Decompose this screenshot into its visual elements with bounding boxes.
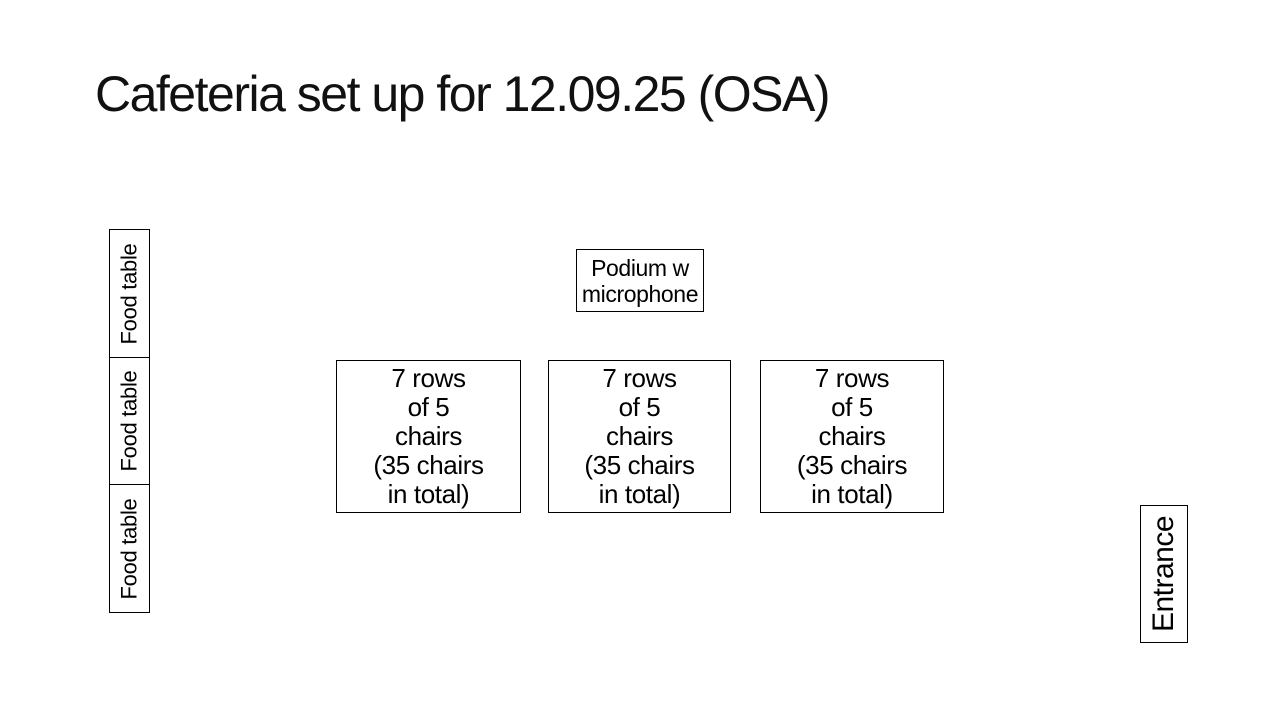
food-table-box-2: Food table	[109, 356, 150, 486]
chair-block-label-3: 7 rows of 5 chairs (35 chairs in total)	[796, 363, 908, 509]
food-table-label-3: Food table	[116, 498, 142, 599]
podium-label: Podium w microphone	[581, 254, 699, 307]
food-table-box-1: Food table	[109, 229, 150, 358]
chair-block-box-2: 7 rows of 5 chairs (35 chairs in total)	[548, 360, 731, 513]
entrance-box: Entrance	[1140, 505, 1188, 643]
chair-block-box-3: 7 rows of 5 chairs (35 chairs in total)	[760, 360, 944, 513]
food-table-box-3: Food table	[109, 484, 150, 613]
food-table-label-1: Food table	[116, 243, 142, 344]
food-table-label-2: Food table	[116, 370, 142, 472]
chair-block-label-2: 7 rows of 5 chairs (35 chairs in total)	[584, 363, 695, 509]
podium-box: Podium w microphone	[576, 249, 704, 312]
slide-title: Cafeteria set up for 12.09.25 (OSA)	[95, 66, 831, 122]
chair-block-box-1: 7 rows of 5 chairs (35 chairs in total)	[336, 360, 521, 513]
chair-block-label-1: 7 rows of 5 chairs (35 chairs in total)	[373, 363, 484, 509]
entrance-label: Entrance	[1147, 515, 1181, 633]
food-table-column: Food table Food table Food table	[109, 229, 150, 613]
